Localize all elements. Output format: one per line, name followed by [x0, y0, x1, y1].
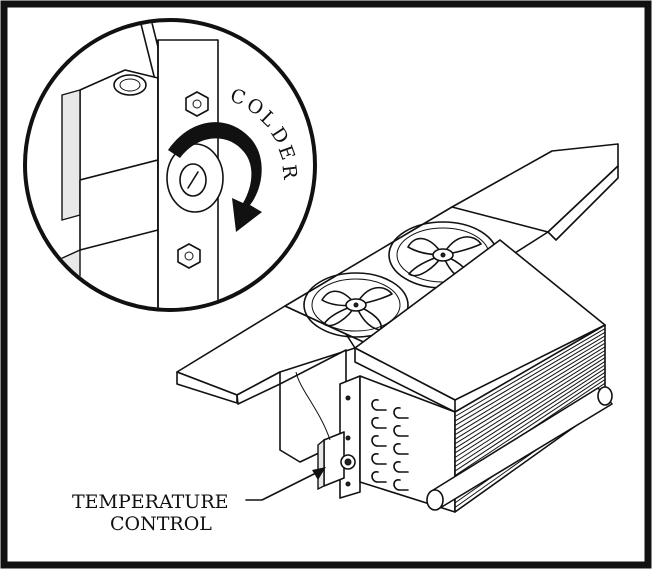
callout-line-1: TEMPERATURE [72, 491, 229, 513]
screw-bottom [177, 243, 201, 269]
colder-arrow [168, 122, 262, 232]
drain-tube [426, 386, 613, 511]
evaporator-unit [176, 143, 619, 513]
screw-top [185, 91, 209, 117]
temperature-control-callout: TEMPERATURE CONTROL [72, 467, 326, 535]
callout-line-2: CONTROL [110, 513, 212, 535]
callout-arrowhead [312, 467, 326, 480]
